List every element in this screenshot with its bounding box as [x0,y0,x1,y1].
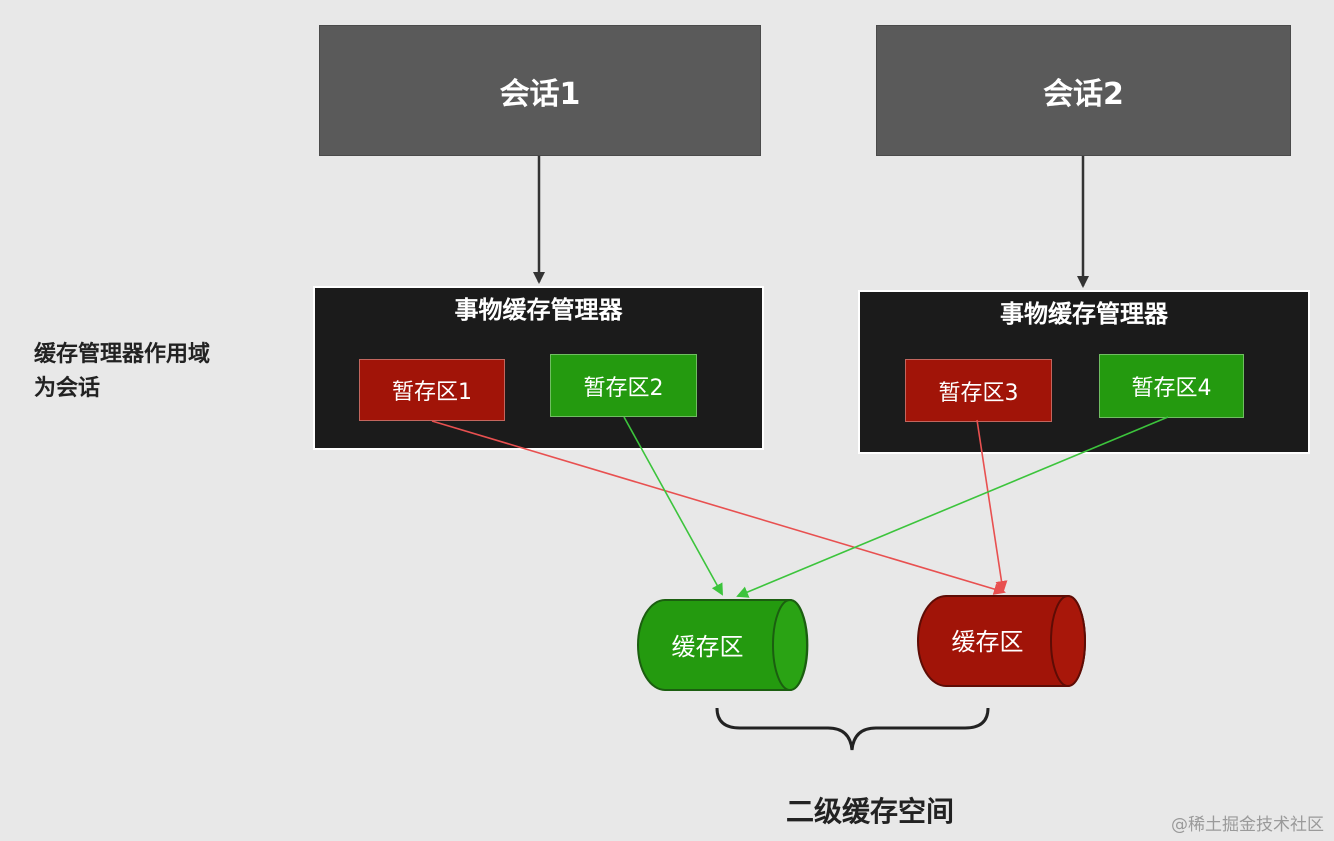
scope-label-line-2: 为会话 [34,376,101,401]
session-2-label: 会话2 [1043,76,1124,112]
scope-label: 缓存管理器作用域 为会话 [34,338,264,406]
green-cache-cylinder [637,599,809,691]
session-1-box: 会话1 [319,25,761,156]
temp-area-2: 暂存区2 [550,354,697,417]
temp-area-1-label: 暂存区1 [392,380,472,405]
second-level-cache-space-label: 二级缓存空间 [785,795,954,828]
temp-area-1: 暂存区1 [359,359,505,421]
manager-1-title: 事物缓存管理器 [454,296,623,324]
scope-label-line-1: 缓存管理器作用域 [34,342,211,367]
red-cache-cylinder [917,595,1086,687]
manager-2-title: 事物缓存管理器 [1000,300,1168,328]
temp-area-4: 暂存区4 [1099,354,1244,418]
brace [715,707,990,751]
red-cache-label: 缓存区 [951,627,1024,656]
temp-area-3: 暂存区3 [905,359,1052,422]
watermark: @稀土掘金技术社区 [1171,815,1324,835]
temp-area-2-label: 暂存区2 [583,375,664,401]
session-1-label: 会话1 [499,76,581,112]
transaction-cache-manager-2: 事物缓存管理器 暂存区3 暂存区4 [858,290,1310,454]
temp-area-3-label: 暂存区3 [938,380,1019,406]
green-cache-label: 缓存区 [671,632,744,661]
arrow-temp4-to-green-cache [736,416,1169,598]
temp-area-4-label: 暂存区4 [1131,376,1212,401]
arrow-temp1-to-red-cache [431,420,1006,595]
arrow-temp2-to-green-cache [623,416,723,596]
transaction-cache-manager-1: 事物缓存管理器 暂存区1 暂存区2 [313,286,764,450]
arrow-temp3-to-red-cache [976,419,1008,593]
session-2-box: 会话2 [876,25,1291,156]
